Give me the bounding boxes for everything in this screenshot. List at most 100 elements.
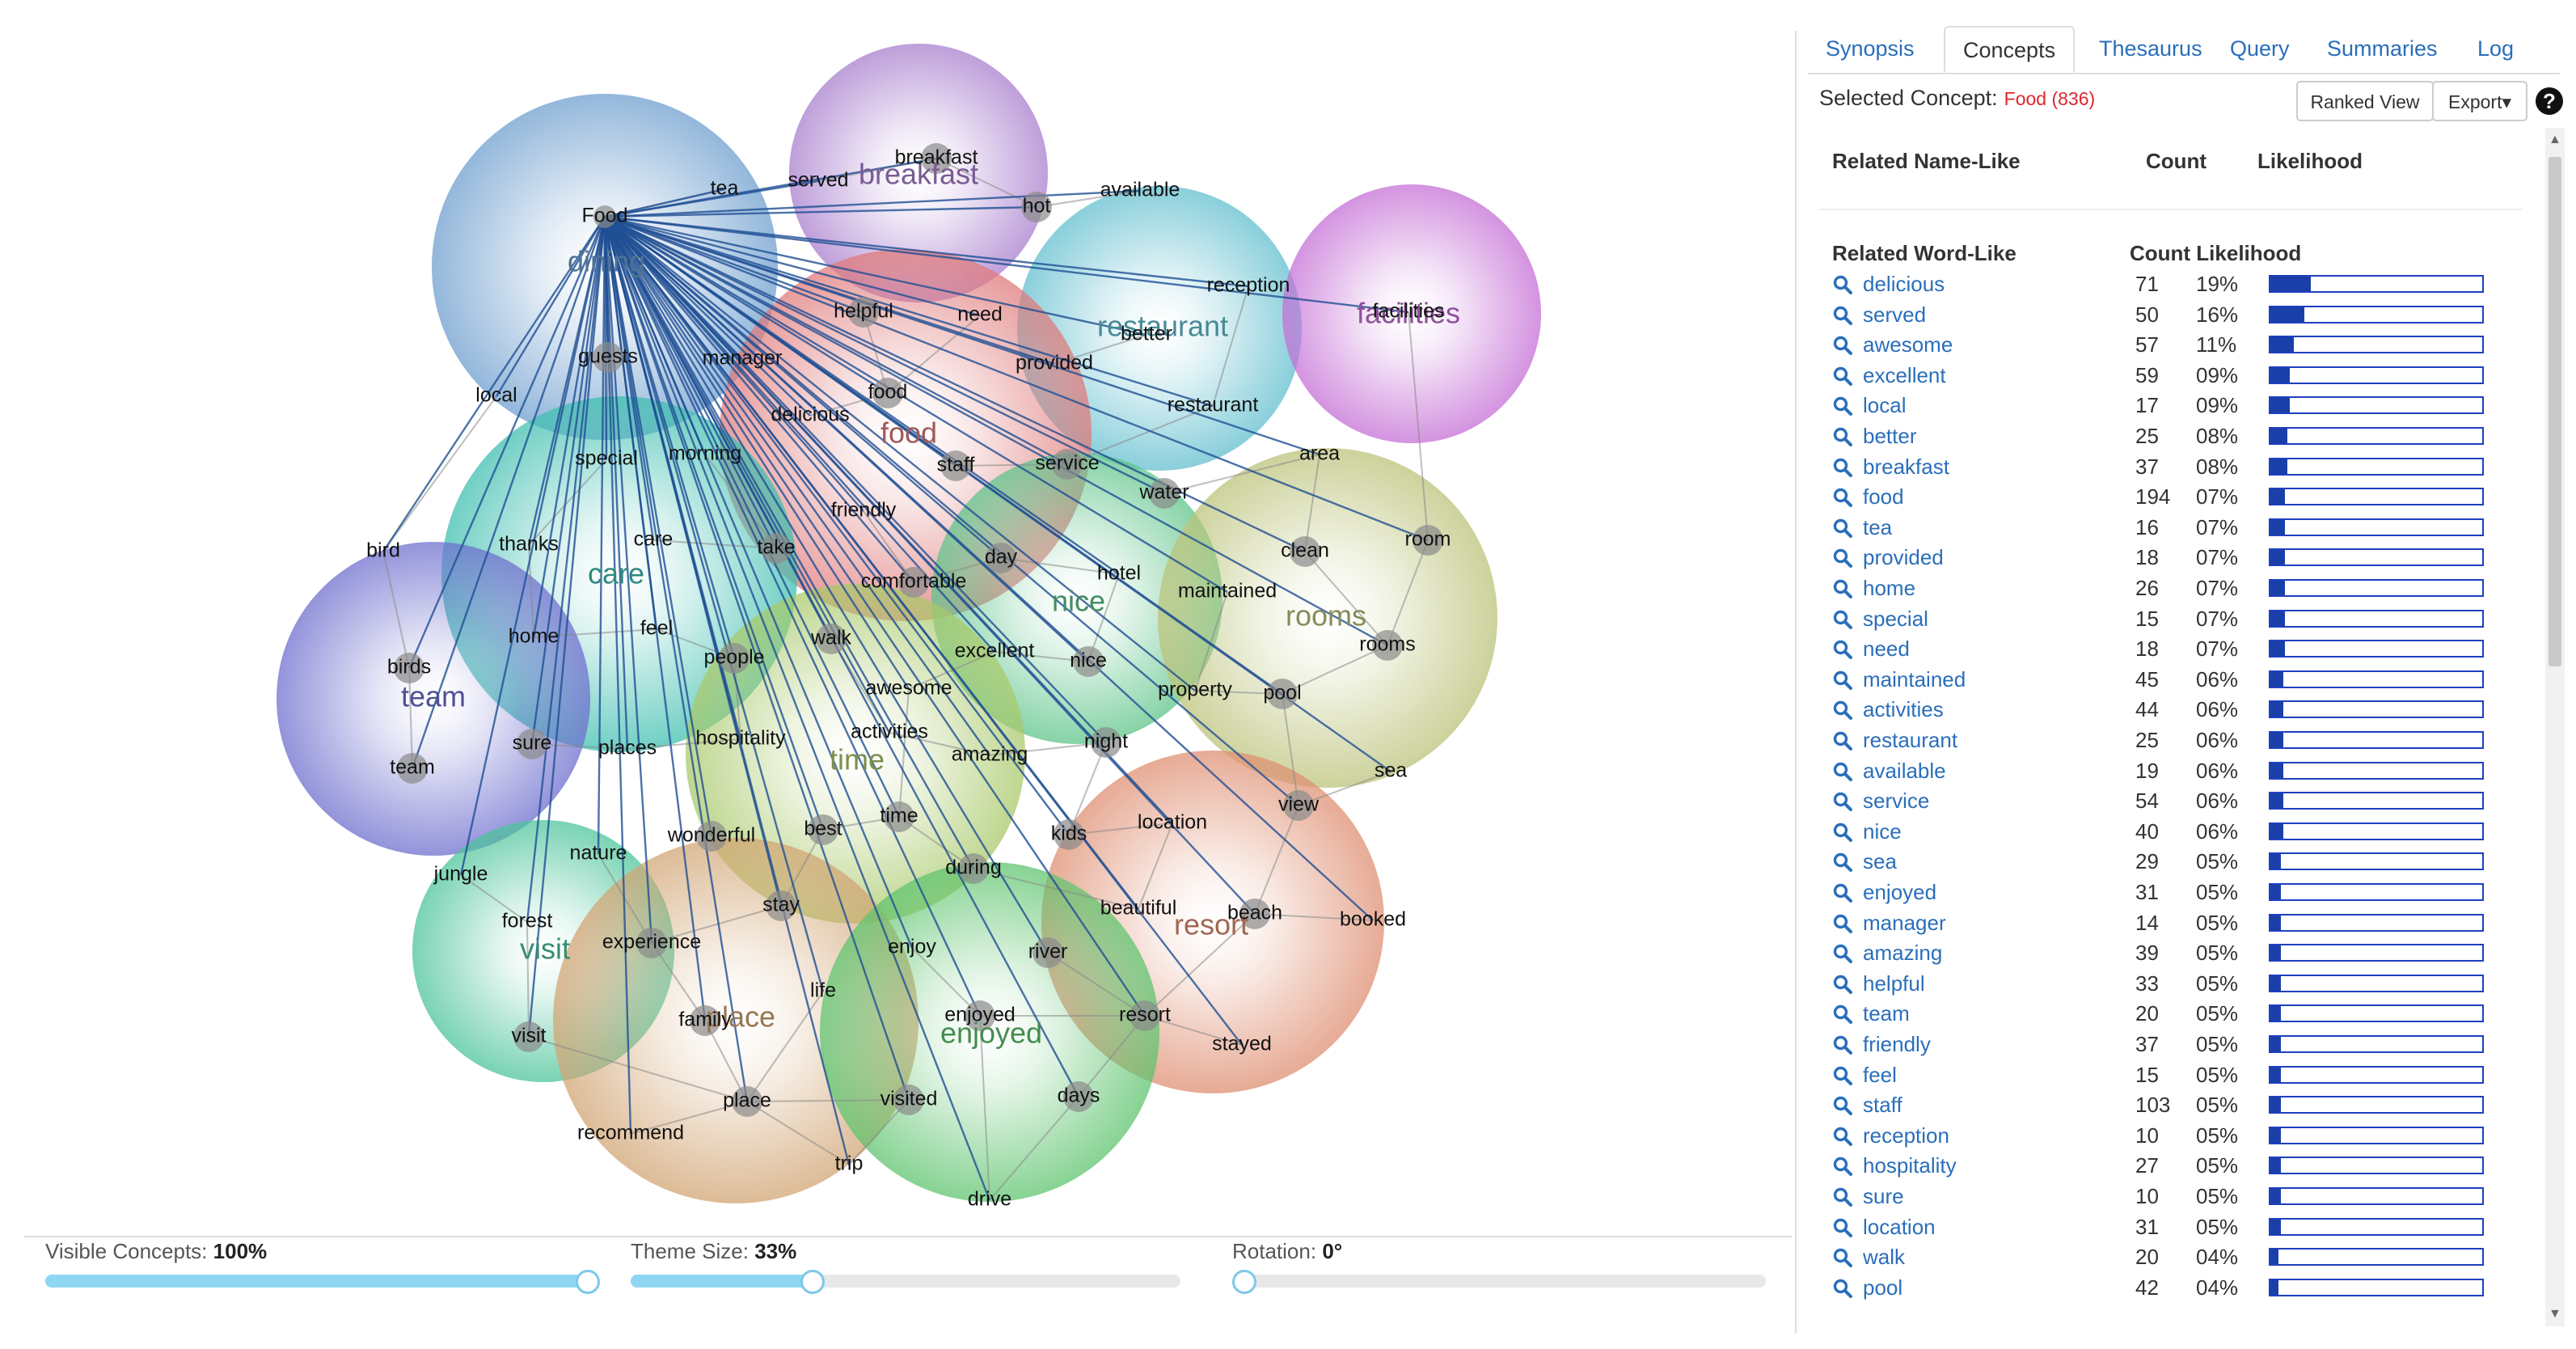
search-icon[interactable] xyxy=(1832,1186,1853,1207)
word-like-term[interactable]: pool xyxy=(1863,1275,1903,1300)
concept-label[interactable]: breakfast xyxy=(895,146,978,169)
concept-node[interactable] xyxy=(1290,536,1320,567)
concept-label[interactable]: family xyxy=(678,1009,732,1031)
theme-size-slider[interactable]: Theme Size: 33% xyxy=(631,1239,1180,1296)
concept-label[interactable]: recommend xyxy=(577,1122,684,1144)
word-like-term[interactable]: breakfast xyxy=(1863,454,1949,479)
search-icon[interactable] xyxy=(1832,852,1853,873)
word-like-term[interactable]: need xyxy=(1863,636,1910,662)
search-icon[interactable] xyxy=(1832,913,1853,934)
concept-label[interactable]: team xyxy=(390,756,435,779)
concept-label[interactable]: room xyxy=(1405,528,1451,551)
concept-node[interactable] xyxy=(394,653,424,683)
concept-node[interactable] xyxy=(1267,679,1298,709)
theme-circle-facilities[interactable] xyxy=(1282,184,1541,443)
concept-label[interactable]: location xyxy=(1138,811,1207,834)
concept-node[interactable] xyxy=(893,1085,924,1115)
concept-label[interactable]: care xyxy=(634,528,674,551)
word-like-term[interactable]: activities xyxy=(1863,697,1944,722)
word-like-term[interactable]: service xyxy=(1863,789,1930,814)
tab-concepts[interactable]: Concepts xyxy=(1944,26,2076,73)
concept-label[interactable]: experience xyxy=(602,931,701,954)
theme-size-track[interactable] xyxy=(631,1270,1180,1294)
search-icon[interactable] xyxy=(1832,395,1853,417)
theme-circle-breakfast[interactable] xyxy=(789,44,1048,302)
theme-label-time[interactable]: time xyxy=(830,743,885,776)
concept-label[interactable]: time xyxy=(880,805,918,827)
tab-thesaurus[interactable]: Thesaurus xyxy=(2099,36,2202,61)
search-icon[interactable] xyxy=(1832,487,1853,508)
concept-node[interactable] xyxy=(397,753,428,784)
word-like-term[interactable]: served xyxy=(1863,302,1927,327)
search-icon[interactable] xyxy=(1832,274,1853,295)
search-icon[interactable] xyxy=(1832,974,1853,995)
scroll-down-arrow-icon[interactable]: ▼ xyxy=(2549,1307,2561,1321)
concept-node[interactable] xyxy=(593,342,623,373)
concept-label[interactable]: maintained xyxy=(1178,580,1277,603)
concept-label[interactable]: better xyxy=(1121,323,1172,345)
tab-query[interactable]: Query xyxy=(2230,36,2290,61)
search-icon[interactable] xyxy=(1832,335,1853,356)
theme-label-place[interactable]: place xyxy=(706,1000,775,1034)
concept-label[interactable]: take xyxy=(757,536,795,559)
concept-node[interactable] xyxy=(1149,478,1180,509)
concept-label[interactable]: available xyxy=(1100,179,1180,201)
rotation-slider[interactable]: Rotation: 0° xyxy=(1232,1239,1766,1296)
tab-log[interactable]: Log xyxy=(2477,36,2515,61)
theme-label-restaurant[interactable]: restaurant xyxy=(1097,310,1228,343)
concept-node[interactable] xyxy=(696,821,727,852)
concept-label[interactable]: wonderful xyxy=(667,824,755,847)
concept-label[interactable]: thanks xyxy=(499,533,559,556)
concept-label[interactable]: friendly xyxy=(831,499,897,522)
concept-label[interactable]: clean xyxy=(1281,539,1329,562)
concept-label[interactable]: reception xyxy=(1207,274,1290,297)
theme-circle-restaurant[interactable] xyxy=(1017,186,1302,471)
concept-label[interactable]: best xyxy=(804,818,842,840)
concept-label[interactable]: river xyxy=(1028,941,1068,963)
help-icon[interactable]: ? xyxy=(2536,87,2563,115)
theme-circle-team[interactable] xyxy=(277,542,590,856)
concept-label[interactable]: sea xyxy=(1375,759,1407,782)
concept-node[interactable] xyxy=(1052,449,1083,480)
concept-label[interactable]: feel xyxy=(640,617,673,640)
visible-concepts-thumb[interactable] xyxy=(576,1270,600,1294)
scrollbar-thumb[interactable] xyxy=(2549,157,2561,666)
concept-node[interactable] xyxy=(921,143,952,174)
concept-label[interactable]: service xyxy=(1035,452,1099,475)
theme-circle-enjoyed[interactable] xyxy=(820,862,1159,1202)
concept-label[interactable]: activities xyxy=(851,721,928,743)
concept-label[interactable]: food xyxy=(868,381,908,404)
concept-node[interactable] xyxy=(636,928,667,958)
theme-size-thumb[interactable] xyxy=(800,1270,826,1294)
search-icon[interactable] xyxy=(1832,548,1853,569)
word-like-term[interactable]: location xyxy=(1863,1214,1936,1239)
concept-node[interactable] xyxy=(732,1086,762,1117)
word-like-term[interactable]: tea xyxy=(1863,514,1893,539)
search-icon[interactable] xyxy=(1832,1278,1853,1299)
concept-label[interactable]: booked xyxy=(1340,908,1406,931)
word-like-term[interactable]: nice xyxy=(1863,818,1902,844)
theme-label-resort[interactable]: resort xyxy=(1174,908,1248,941)
concept-node[interactable] xyxy=(965,1000,995,1031)
concept-node[interactable] xyxy=(958,853,989,884)
word-like-term[interactable]: manager xyxy=(1863,910,1946,935)
concept-label[interactable]: nature xyxy=(570,842,627,865)
concept-node[interactable] xyxy=(1054,819,1084,850)
concept-node[interactable] xyxy=(593,205,616,228)
